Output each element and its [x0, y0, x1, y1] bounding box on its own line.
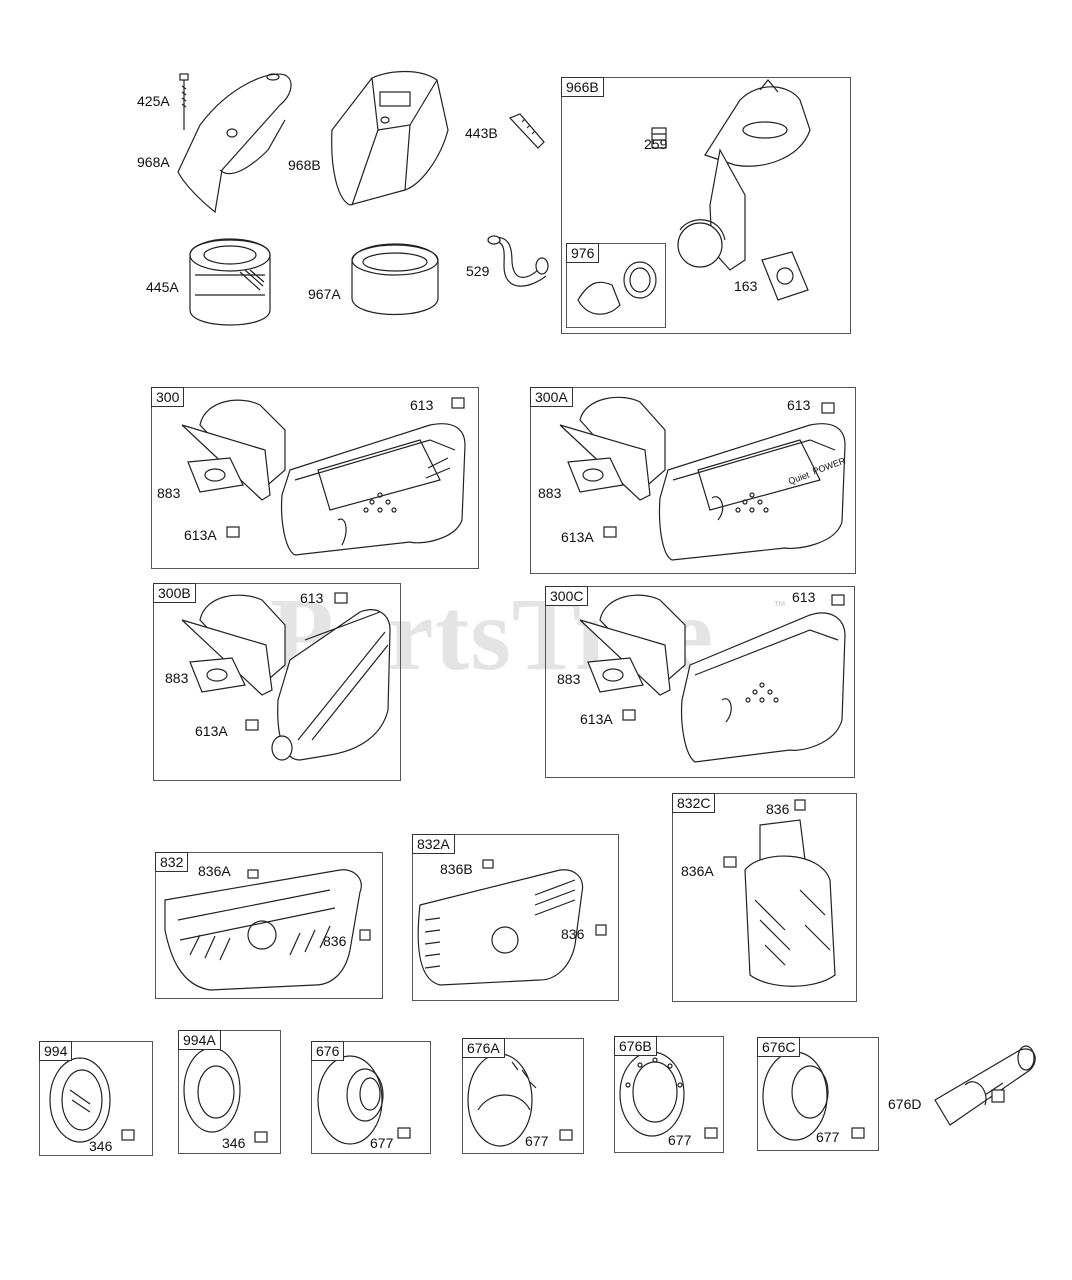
box-832C — [672, 793, 857, 1002]
label-425A: 425A — [137, 93, 170, 109]
watermark-trademark: ™ — [773, 598, 786, 613]
cover-968A-drawing — [177, 73, 292, 214]
tag-832C: 832C — [672, 793, 716, 813]
label-613: 613 — [410, 397, 434, 413]
box-676 — [311, 1041, 431, 1154]
tag-966B: 966B — [561, 77, 604, 97]
precleaner-967A-drawing — [351, 243, 439, 316]
tag-832: 832 — [155, 852, 189, 872]
label-613: 613 — [300, 590, 324, 606]
tag-300C: 300C — [545, 586, 589, 606]
label-613A: 613A — [580, 711, 613, 727]
label-968B: 968B — [288, 157, 321, 173]
label-836: 836 — [561, 926, 585, 942]
filter-445A-drawing — [189, 238, 271, 326]
label-613A: 613A — [561, 529, 594, 545]
box-994A — [178, 1030, 281, 1154]
box-300 — [151, 387, 479, 569]
tag-676C: 676C — [757, 1037, 801, 1057]
label-836: 836 — [766, 801, 790, 817]
label-677: 677 — [370, 1135, 394, 1151]
label-677: 677 — [816, 1129, 840, 1145]
label-163: 163 — [734, 278, 758, 294]
label-967A: 967A — [308, 286, 341, 302]
box-976 — [566, 243, 666, 328]
label-259: 259 — [644, 136, 668, 152]
bolt-425A-drawing — [179, 73, 189, 130]
label-445A: 445A — [146, 279, 179, 295]
tag-976: 976 — [566, 243, 600, 263]
box-300A — [530, 387, 856, 574]
tag-994A: 994A — [178, 1030, 221, 1050]
tag-300A: 300A — [530, 387, 573, 407]
tag-300B: 300B — [153, 583, 196, 603]
tag-994: 994 — [39, 1041, 73, 1061]
box-676A — [462, 1038, 584, 1154]
tag-300: 300 — [151, 387, 185, 407]
label-883: 883 — [538, 485, 562, 501]
box-676C — [757, 1037, 879, 1151]
label-968A: 968A — [137, 154, 170, 170]
label-613: 613 — [787, 397, 811, 413]
box-676B — [614, 1036, 724, 1153]
label-883: 883 — [557, 671, 581, 687]
label-613: 613 — [792, 589, 816, 605]
label-677: 677 — [668, 1132, 692, 1148]
box-300B — [153, 583, 401, 781]
box-832 — [155, 852, 383, 999]
label-346: 346 — [89, 1138, 113, 1154]
label-836A: 836A — [198, 863, 231, 879]
box-994 — [39, 1041, 153, 1156]
elbow-529-drawing — [487, 235, 549, 287]
label-346: 346 — [222, 1135, 246, 1151]
tag-676A: 676A — [462, 1038, 505, 1058]
label-883: 883 — [157, 485, 181, 501]
box-832A — [412, 834, 619, 1001]
box-966B — [561, 77, 851, 334]
label-613A: 613A — [195, 723, 228, 739]
label-676D: 676D — [888, 1096, 922, 1112]
tag-676: 676 — [311, 1041, 345, 1061]
tag-832A: 832A — [412, 834, 455, 854]
label-613A: 613A — [184, 527, 217, 543]
box-300C — [545, 586, 855, 778]
label-443B: 443B — [465, 125, 498, 141]
pipe-676D-drawing — [934, 1045, 1036, 1126]
label-677: 677 — [525, 1133, 549, 1149]
label-836A: 836A — [681, 863, 714, 879]
label-836: 836 — [323, 933, 347, 949]
label-836B: 836B — [440, 861, 473, 877]
label-883: 883 — [165, 670, 189, 686]
cover-968B-drawing — [331, 70, 449, 206]
tag-676B: 676B — [614, 1036, 657, 1056]
label-529: 529 — [466, 263, 490, 279]
bolt-443B-drawing — [508, 113, 545, 149]
